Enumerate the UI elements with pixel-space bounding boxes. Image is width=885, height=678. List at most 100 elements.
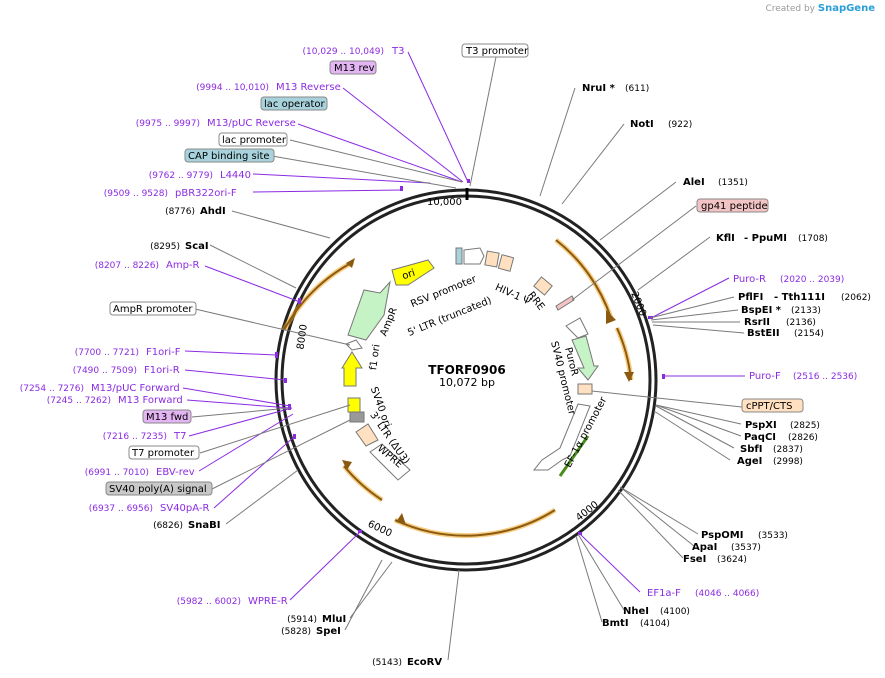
snabi-name: SnaBI bbox=[188, 520, 220, 531]
mlui-pos: (5914) bbox=[287, 615, 317, 625]
primer-leaders bbox=[182, 51, 745, 601]
cppt-label: cPPT/CTS bbox=[746, 401, 792, 412]
pbr322ori-name: pBR322ori-F bbox=[175, 188, 237, 199]
t7-promoter-label: T7 promoter bbox=[131, 448, 195, 459]
sbfi-name: SbfI bbox=[740, 444, 762, 455]
scai-name: ScaI bbox=[185, 241, 209, 252]
ecorv-pos: (5143) bbox=[372, 658, 402, 668]
noti-name: NotI bbox=[630, 119, 654, 130]
kfli-pos: (1708) bbox=[798, 234, 828, 244]
nrui-pos: (611) bbox=[625, 84, 649, 94]
lac-feature bbox=[455, 247, 463, 265]
plasmid-size: 10,072 bp bbox=[439, 376, 495, 389]
ampr-promoter-box bbox=[109, 301, 197, 316]
primer-markers bbox=[275, 179, 665, 535]
ltr3-feature bbox=[355, 423, 379, 447]
m13-fwd-box bbox=[142, 409, 192, 424]
tick-8000: 8000 bbox=[295, 324, 309, 351]
ef1a-f-range: (4046 .. 4066) bbox=[695, 589, 759, 599]
snapgene-credit: Created by SnapGene bbox=[765, 3, 875, 14]
bsteii-pos: (2154) bbox=[794, 329, 824, 339]
m13-forward-range: (7245 .. 7262) bbox=[47, 396, 111, 406]
agei-name: AgeI bbox=[737, 456, 762, 467]
pspomi-pos: (3533) bbox=[758, 531, 788, 541]
cap-site-label: CAP binding site bbox=[188, 151, 270, 162]
cap-site-box bbox=[184, 148, 275, 163]
sbfi-pos: (2837) bbox=[773, 445, 803, 455]
ebv-rev-range: (6991 .. 7010) bbox=[85, 468, 149, 478]
ampr-promoter-feature bbox=[345, 339, 363, 351]
sv40-polya-box bbox=[105, 481, 213, 496]
ef1a-orf-line bbox=[558, 435, 590, 477]
tick-10000: 10,000 bbox=[427, 197, 462, 208]
spei-pos: (5828) bbox=[281, 627, 311, 637]
t3-promoter-box bbox=[461, 43, 529, 58]
ahdi-pos: (8776) bbox=[165, 207, 195, 217]
ori-label: ori bbox=[401, 268, 417, 282]
ppumi-name: - PpuMI bbox=[744, 233, 787, 244]
nhei-name: NheI bbox=[623, 606, 649, 617]
nhei-pos: (4100) bbox=[660, 607, 690, 617]
pbr322ori-range: (9509 .. 9528) bbox=[104, 189, 168, 199]
ampr-feature bbox=[347, 280, 391, 341]
m13-reverse-name: M13 Reverse bbox=[276, 82, 341, 93]
m13-forward-name: M13 Forward bbox=[118, 395, 183, 406]
credit-prefix: Created by bbox=[765, 4, 815, 14]
lac-operator-label: lac operator bbox=[264, 99, 325, 110]
orf-arrows bbox=[283, 239, 632, 537]
amp-r-range: (8207 .. 8226) bbox=[95, 261, 159, 271]
m13-reverse-range: (9994 .. 10,010) bbox=[196, 83, 269, 93]
t7-name: T7 bbox=[173, 431, 186, 442]
rre-feature bbox=[533, 276, 553, 296]
pflfi-pos: (2062) bbox=[841, 293, 871, 303]
lac-promoter-label: lac promoter bbox=[222, 135, 287, 146]
sv40pa-r-name: SV40pA-R bbox=[160, 503, 209, 514]
pspomi-name: PspOMI bbox=[701, 530, 743, 541]
rsv-feature bbox=[463, 247, 485, 265]
paqci-pos: (2826) bbox=[788, 433, 818, 443]
right-site-labels: NruI * (611) NotI (922) AleI (1351) KflI… bbox=[582, 83, 871, 629]
bmti-name: BmtI bbox=[602, 618, 629, 629]
plasmid-name: TFORF0906 bbox=[428, 363, 505, 377]
t3-primer-name: T3 bbox=[391, 46, 404, 57]
sv40-polya-feature bbox=[349, 411, 365, 423]
gp41-label: gp41 peptide bbox=[701, 201, 768, 212]
cppt-box bbox=[741, 398, 804, 413]
snapgene-logo: SnapGene bbox=[817, 3, 875, 14]
wpre-r-range: (5982 .. 6002) bbox=[177, 597, 241, 607]
f1ori-r-range: (7490 .. 7509) bbox=[73, 366, 137, 376]
rsrii-name: RsrII bbox=[744, 317, 770, 328]
t3-promoter-label: T3 promoter bbox=[465, 46, 529, 57]
sv40pa-r-range: (6937 .. 6956) bbox=[89, 504, 153, 514]
ef1a-f-name: EF1a-F bbox=[647, 588, 681, 599]
sv40-promoter-feature bbox=[565, 317, 589, 339]
pspxi-pos: (2825) bbox=[790, 421, 820, 431]
paqci-name: PaqCI bbox=[744, 432, 776, 443]
puror-feature bbox=[571, 335, 599, 381]
f1ori-r-name: F1ori-R bbox=[144, 365, 180, 376]
lac-operator-box bbox=[260, 96, 328, 111]
apai-name: ApaI bbox=[692, 542, 717, 553]
wpre-r-name: WPRE-R bbox=[248, 596, 288, 607]
gp41-box bbox=[696, 198, 769, 213]
m13puc-reverse-range: (9975 .. 9997) bbox=[136, 119, 200, 129]
pflfi-name: PflFI bbox=[738, 292, 763, 303]
amp-r-name: Amp-R bbox=[166, 260, 200, 271]
tth111i-name: - Tth111I bbox=[774, 292, 825, 303]
m13-rev-box bbox=[329, 60, 377, 75]
alei-pos: (1351) bbox=[718, 178, 748, 188]
puro-f-range: (2516 .. 2536) bbox=[793, 372, 857, 382]
hiv-feature bbox=[497, 254, 515, 272]
nrui-name: NruI * bbox=[582, 83, 616, 94]
t7-range: (7216 .. 7235) bbox=[103, 432, 167, 442]
gp41-feature bbox=[555, 295, 575, 311]
right-primer-labels: Puro-R (2020 .. 2039) Puro-F (2516 .. 25… bbox=[647, 274, 857, 599]
lac-promoter-box bbox=[218, 132, 288, 147]
left-primer-labels: (10,029 .. 10,049) T3 (9994 .. 10,010) M… bbox=[20, 46, 405, 607]
fsei-name: FseI bbox=[683, 554, 706, 565]
puro-r-name: Puro-R bbox=[733, 274, 766, 285]
fsei-pos: (3624) bbox=[717, 555, 747, 565]
f1ori-f-name: F1ori-F bbox=[146, 347, 181, 358]
m13-rev-label: M13 rev bbox=[334, 63, 375, 74]
